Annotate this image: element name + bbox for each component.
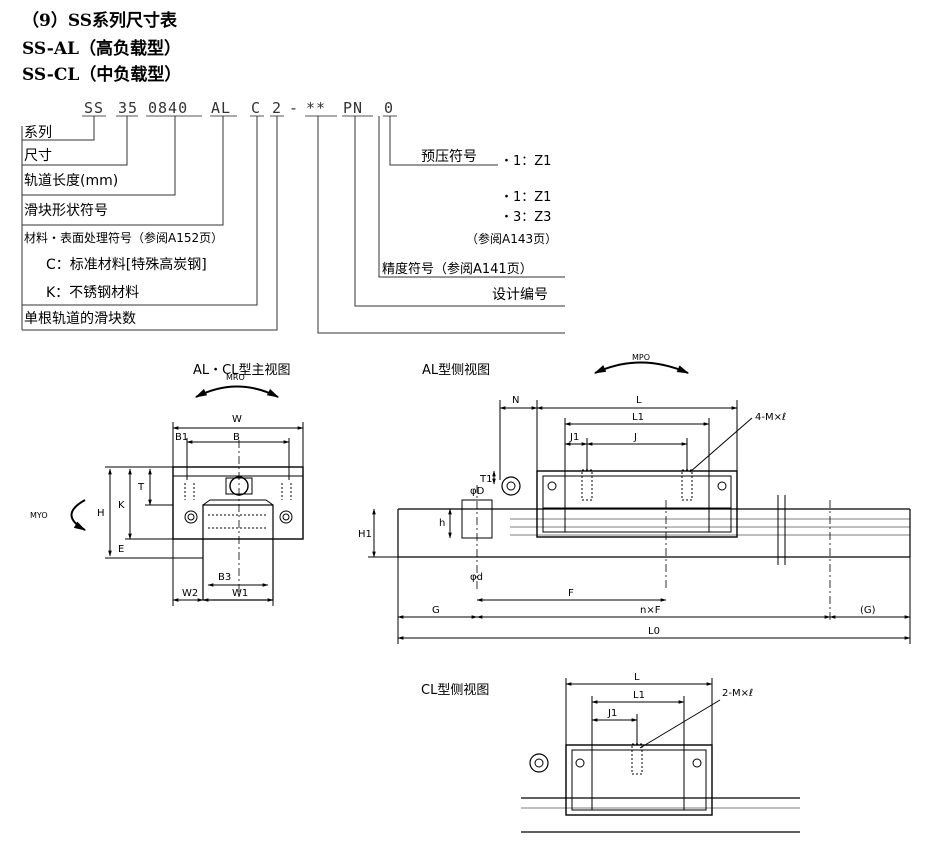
cl-dim-J1: J1 bbox=[607, 708, 617, 719]
preload-option-1: ・1：Z1 bbox=[500, 154, 552, 169]
al-side-view bbox=[368, 361, 911, 644]
dim-W1: W1 bbox=[232, 588, 248, 599]
legend-preload: 预压符号 bbox=[421, 149, 477, 165]
left-leader-lines bbox=[21, 116, 278, 331]
code-preload: 0 bbox=[384, 99, 395, 117]
dim-B3: B3 bbox=[218, 572, 231, 583]
dim-nF: n×F bbox=[640, 605, 661, 616]
dim-phiD: φD bbox=[470, 486, 485, 497]
code-accuracy: PN bbox=[343, 99, 364, 117]
legend-blocks-per-rail: 单根轨道的滑块数 bbox=[24, 311, 136, 327]
dim-K: K bbox=[118, 500, 125, 511]
dim-2M: 2-M×ℓ bbox=[722, 688, 753, 699]
code-dash: - bbox=[289, 99, 300, 117]
dim-H: H bbox=[97, 508, 105, 519]
preload-option-3: ・3：Z3 bbox=[500, 210, 552, 225]
dim-F: F bbox=[568, 588, 574, 599]
legend-size: 尺寸 bbox=[24, 148, 52, 164]
dim-T1: T1 bbox=[479, 474, 492, 485]
code-block-shape: AL bbox=[211, 99, 232, 117]
dim-B: B bbox=[233, 432, 240, 443]
front-view bbox=[70, 385, 304, 606]
right-leader-lines bbox=[317, 116, 565, 334]
legend-series: 系列 bbox=[24, 125, 52, 141]
code-block-count: 2 bbox=[272, 99, 283, 117]
cl-dim-L1: L1 bbox=[633, 690, 645, 701]
code-series: SS bbox=[84, 99, 105, 117]
code-material: C bbox=[251, 99, 262, 117]
code-design: ** bbox=[306, 99, 327, 117]
section-title: （9）SS系列尺寸表 bbox=[22, 11, 178, 31]
dim-W: W bbox=[232, 414, 242, 425]
dim-T: T bbox=[137, 482, 145, 493]
legend-material-c: C：标准材料[特殊高炭钢] bbox=[46, 257, 207, 273]
dim-B1: B1 bbox=[175, 432, 188, 443]
legend-design-no: 设计编号 bbox=[492, 287, 548, 303]
dim-phid: φd bbox=[470, 572, 483, 583]
mpo-label: MPO bbox=[632, 353, 650, 362]
myo-label: MYO bbox=[30, 511, 48, 520]
dim-h: h bbox=[439, 518, 445, 529]
front-view-title: AL・CL型主视图 bbox=[193, 363, 291, 378]
al-side-view-title: AL型侧视图 bbox=[422, 363, 491, 378]
subtitle-cl: SS-CL（中负载型） bbox=[22, 65, 182, 85]
subtitle-al: SS-AL（高负载型） bbox=[22, 39, 182, 59]
dim-G: G bbox=[432, 605, 440, 616]
dim-H1: H1 bbox=[358, 529, 372, 540]
code-size: 35 bbox=[118, 99, 139, 117]
preload-option-2: ・1：Z1 bbox=[500, 190, 552, 205]
legend-block-shape: 滑块形状符号 bbox=[24, 203, 108, 219]
legend-accuracy: 精度符号（参阅A141页） bbox=[382, 262, 533, 277]
dim-L0: L0 bbox=[648, 626, 660, 637]
cl-side-view-title: CL型侧视图 bbox=[421, 683, 490, 698]
dim-N: N bbox=[512, 395, 519, 406]
cl-dim-L: L bbox=[634, 672, 640, 683]
dim-J1: J1 bbox=[569, 432, 579, 443]
cl-side-view bbox=[521, 678, 800, 833]
dim-E: E bbox=[118, 544, 124, 555]
legend-material-code: 材料・表面处理符号（参阅A152页） bbox=[24, 231, 224, 245]
preload-reference: （参阅A143页） bbox=[466, 232, 558, 246]
dim-L: L bbox=[636, 395, 642, 406]
dim-W2: W2 bbox=[182, 588, 198, 599]
code-rail-length: 0840 bbox=[148, 99, 189, 117]
dim-J: J bbox=[633, 432, 637, 443]
mro-label: MRO bbox=[226, 373, 245, 382]
legend-rail-length: 轨道长度(mm) bbox=[24, 173, 119, 189]
dim-L1: L1 bbox=[632, 412, 644, 423]
dim-4M: 4-M×ℓ bbox=[755, 412, 786, 423]
dim-G-paren: (G) bbox=[860, 605, 876, 616]
legend-material-k: K：不锈钢材料 bbox=[46, 285, 140, 301]
